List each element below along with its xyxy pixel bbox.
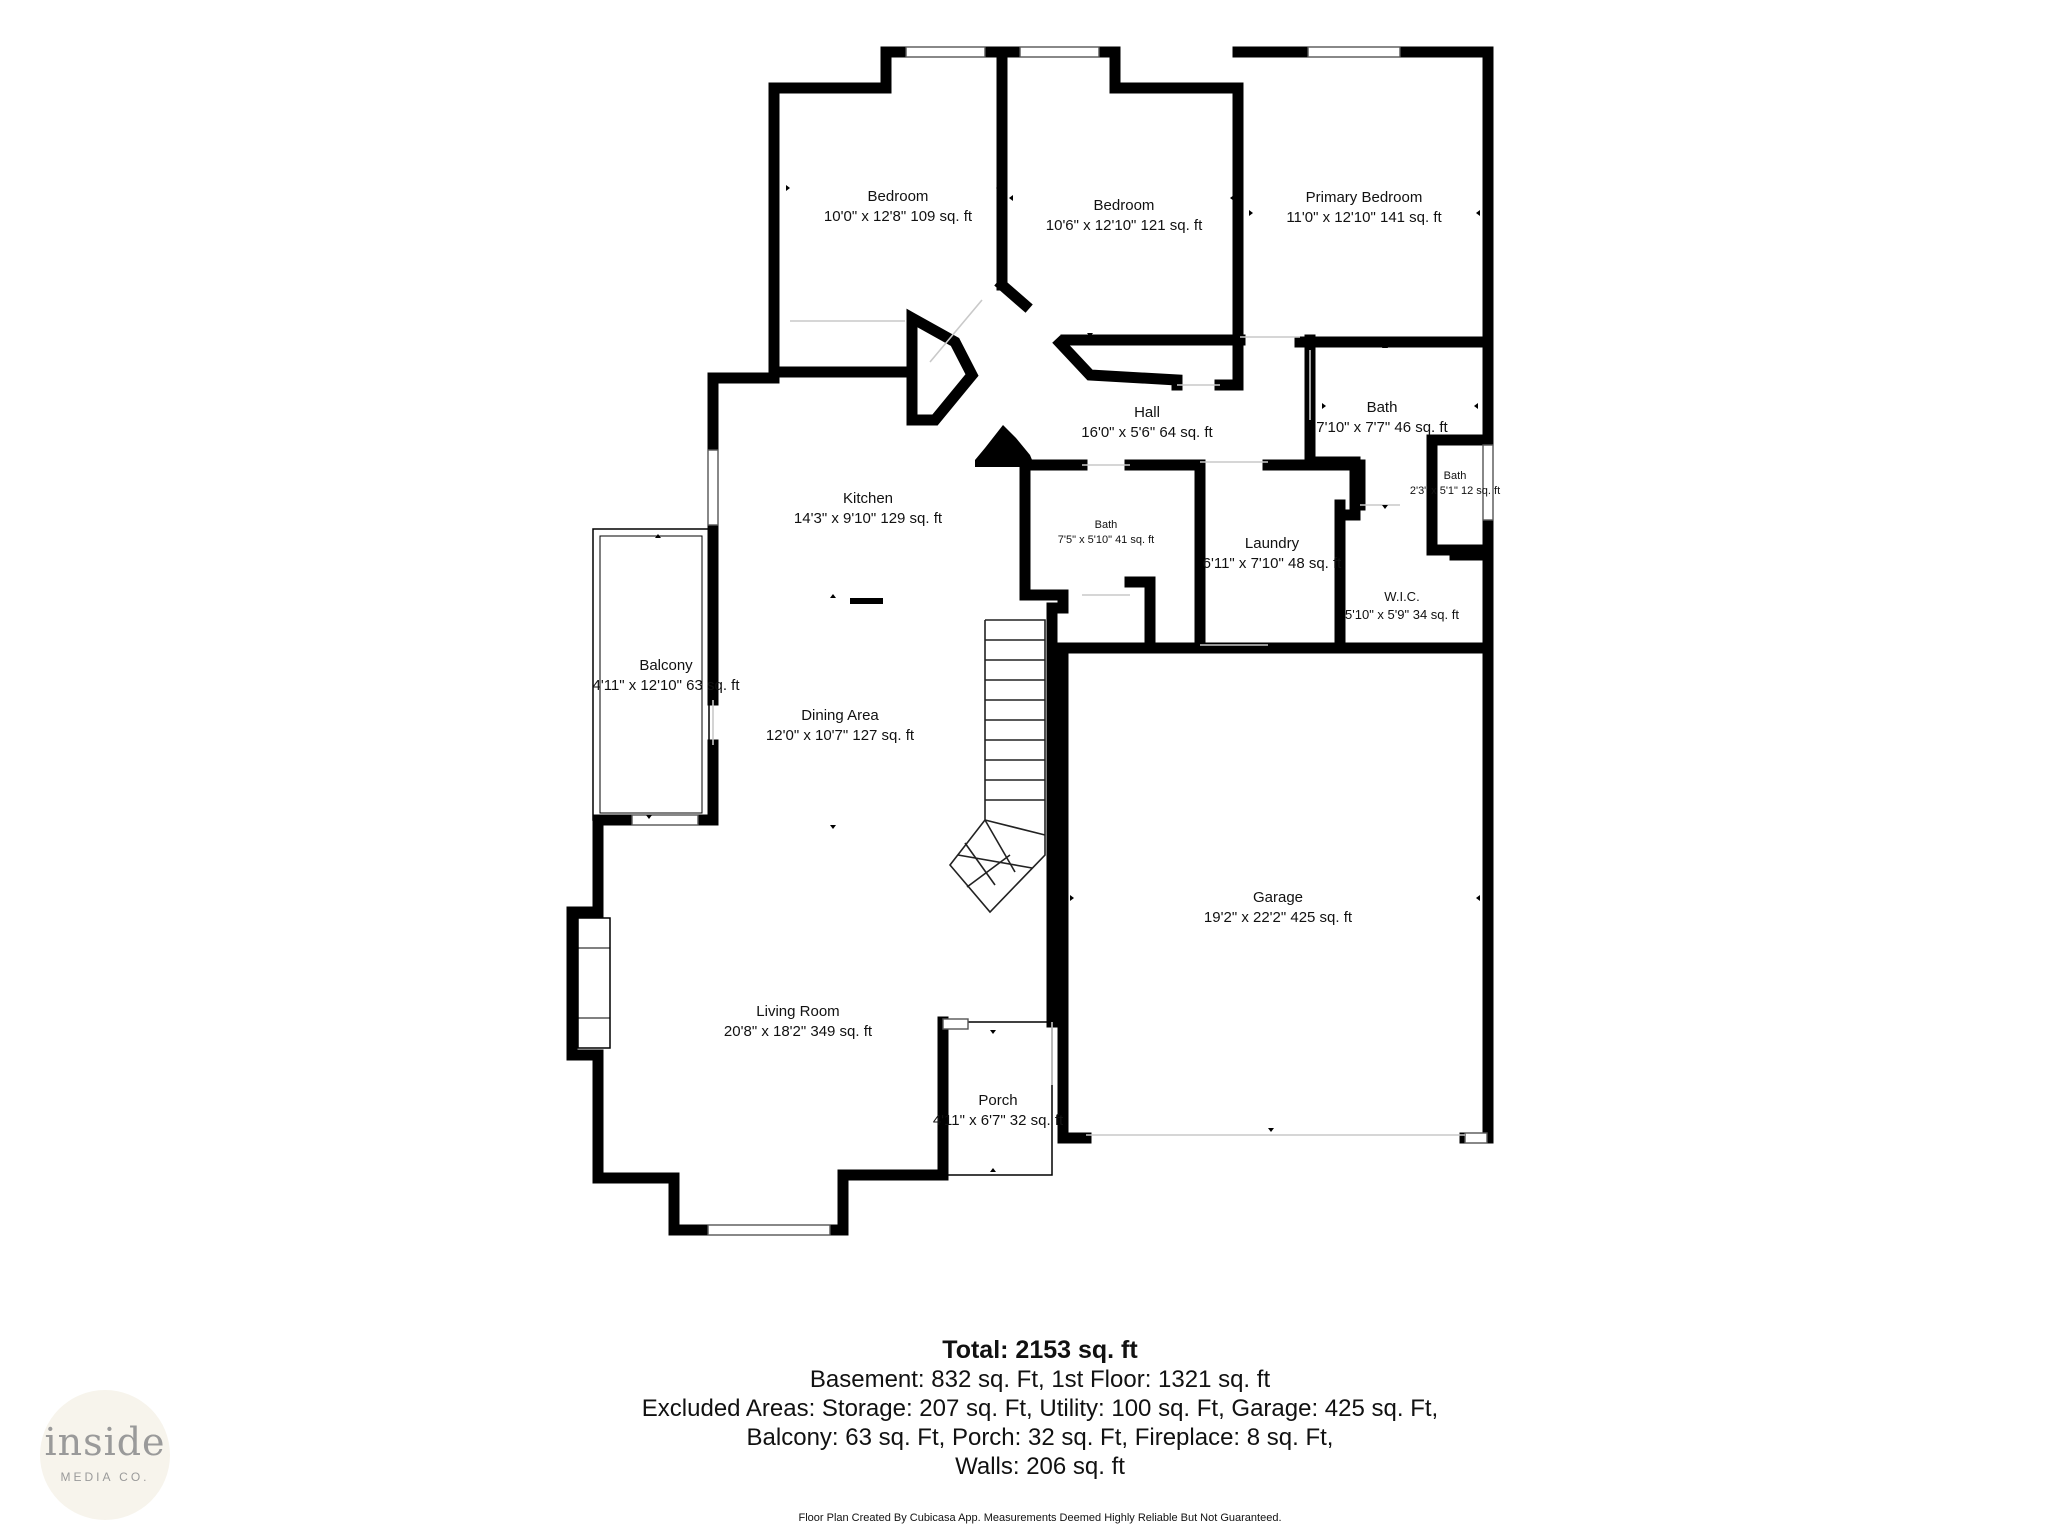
- summary-line-2: Excluded Areas: Storage: 207 sq. Ft, Uti…: [641, 1395, 1439, 1422]
- summary-line-1: Basement: 832 sq. Ft, 1st Floor: 1321 sq…: [809, 1366, 1271, 1393]
- staircase: [948, 619, 1046, 914]
- room-dims: 7'10" x 7'7" 46 sq. ft: [1316, 419, 1448, 437]
- room-label-garage: Garage 19'2" x 22'2" 425 sq. ft: [1204, 888, 1352, 929]
- disclaimer: Floor Plan Created By Cubicasa App. Meas…: [798, 1512, 1282, 1524]
- room-label-dining-area: Dining Area 12'0" x 10'7" 127 sq. ft: [766, 706, 914, 747]
- room-dims: 19'2" x 22'2" 425 sq. ft: [1203, 909, 1353, 927]
- room-label-bedroom-1: Bedroom 10'0" x 12'8" 109 sq. ft: [824, 187, 972, 228]
- room-dims: 20'8" x 18'2" 349 sq. ft: [723, 1023, 873, 1041]
- room-name: Living Room: [756, 1003, 840, 1020]
- room-label-bath-main: Bath 7'10" x 7'7" 46 sq. ft: [1316, 398, 1447, 439]
- door-openings: [712, 299, 1465, 1136]
- room-label-porch: Porch 4'11" x 6'7" 32 sq. ft: [933, 1091, 1063, 1132]
- interior-walls: [768, 277, 1494, 654]
- room-dims: 12'0" x 10'7" 127 sq. ft: [765, 727, 915, 745]
- room-label-bath-hall: Bath 7'5" x 5'10" 41 sq. ft: [1058, 518, 1154, 548]
- room-label-laundry: Laundry 6'11" x 7'10" 48 sq. ft: [1203, 534, 1342, 575]
- room-name: Bedroom: [1093, 197, 1155, 214]
- room-name: Garage: [1252, 889, 1304, 906]
- room-dims: 6'11" x 7'10" 48 sq. ft: [1202, 555, 1342, 573]
- exterior-walls: [566, 46, 1494, 1236]
- room-name: Balcony: [639, 657, 693, 674]
- room-label-balcony: Balcony 4'11" x 12'10" 63 sq. ft: [592, 656, 739, 697]
- room-dims: 10'6" x 12'10" 121 sq. ft: [1045, 217, 1203, 235]
- room-dims: 11'0" x 12'10" 141 sq. ft: [1286, 209, 1442, 227]
- room-label-hall: Hall 16'0" x 5'6" 64 sq. ft: [1081, 403, 1212, 444]
- hall-column: [975, 425, 1035, 467]
- summary-line-4: Walls: 206 sq. ft: [955, 1453, 1125, 1480]
- room-label-kitchen: Kitchen 14'3" x 9'10" 129 sq. ft: [794, 489, 942, 530]
- total-area: Total: 2153 sq. ft: [942, 1336, 1138, 1364]
- dimension-ticks: [646, 185, 1480, 1172]
- room-dims: 7'5" x 5'10" 41 sq. ft: [1057, 533, 1155, 546]
- summary-line-3: Balcony: 63 sq. Ft, Porch: 32 sq. Ft, Fi…: [746, 1424, 1334, 1451]
- room-name: Bath: [1443, 470, 1467, 482]
- room-dims: 5'10" x 5'9" 34 sq. ft: [1345, 606, 1459, 622]
- room-label-living-room: Living Room 20'8" x 18'2" 349 sq. ft: [724, 1002, 872, 1043]
- room-name: Bath: [1366, 399, 1398, 416]
- logo-brand: inside: [44, 1420, 166, 1464]
- room-name: Primary Bedroom: [1305, 189, 1423, 206]
- windows: [577, 46, 1494, 1236]
- room-name: Porch: [978, 1092, 1018, 1109]
- logo-subtitle: MEDIA CO.: [60, 1470, 150, 1484]
- room-name: Kitchen: [842, 490, 894, 507]
- area-summary: Total: 2153 sq. ft Basement: 832 sq. Ft,…: [560, 1336, 1520, 1481]
- room-name: Bedroom: [867, 188, 929, 205]
- inside-media-logo: inside MEDIA CO.: [40, 1390, 170, 1520]
- room-name: Dining Area: [801, 707, 879, 724]
- room-dims: 4'11" x 12'10" 63 sq. ft: [592, 677, 740, 695]
- room-label-bedroom-2: Bedroom 10'6" x 12'10" 121 sq. ft: [1046, 196, 1202, 237]
- room-label-bath-small: Bath 2'3" x 5'1" 12 sq. ft: [1410, 469, 1500, 499]
- room-name: Laundry: [1244, 535, 1300, 552]
- room-label-primary-bedroom: Primary Bedroom 11'0" x 12'10" 141 sq. f…: [1286, 188, 1441, 229]
- room-name: W.I.C.: [1384, 589, 1420, 604]
- room-label-wic: W.I.C. 5'10" x 5'9" 34 sq. ft: [1345, 588, 1459, 623]
- room-name: Hall: [1134, 404, 1160, 421]
- room-dims: 2'3" x 5'1" 12 sq. ft: [1409, 484, 1501, 497]
- room-dims: 10'0" x 12'8" 109 sq. ft: [823, 208, 973, 226]
- room-dims: 16'0" x 5'6" 64 sq. ft: [1081, 424, 1213, 442]
- kitchen-counter: [850, 598, 883, 604]
- room-dims: 4'11" x 6'7" 32 sq. ft: [932, 1112, 1064, 1130]
- room-dims: 14'3" x 9'10" 129 sq. ft: [793, 510, 943, 528]
- room-name: Bath: [1094, 519, 1118, 531]
